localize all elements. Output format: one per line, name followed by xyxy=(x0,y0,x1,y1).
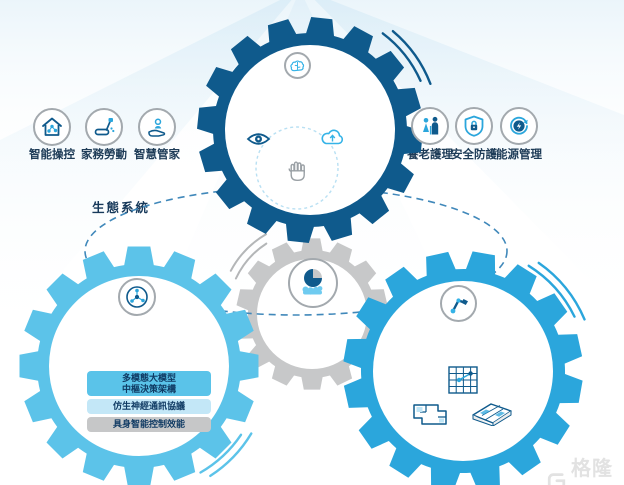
left-gear-box2-label: 仿生神經通訊協議 xyxy=(112,401,185,411)
watermark: 格隆汇 xyxy=(546,452,624,485)
eye-icon xyxy=(246,133,271,145)
vacuum-icon xyxy=(94,118,115,136)
left-gear-box-2: 仿生神經通訊協議 xyxy=(87,399,211,414)
hand-action-icon xyxy=(288,161,305,181)
energy-label: 能源管理 xyxy=(496,149,542,161)
floorplan-2d-icon xyxy=(413,404,447,425)
robot-arm-icon-circle xyxy=(440,285,477,322)
housework-icon-circle xyxy=(85,108,123,146)
network-icon-circle xyxy=(118,278,156,316)
elder-care-icon xyxy=(423,116,439,135)
butler-label: 智慧管家 xyxy=(134,149,180,161)
watermark-text: 格隆汇 xyxy=(571,458,614,480)
left-gear-box3-label: 具身智能控制效能 xyxy=(112,419,185,429)
brain-icon-circle xyxy=(284,52,311,79)
smart-control-label: 智能操控 xyxy=(29,149,75,161)
security-icon-circle xyxy=(455,107,493,145)
gelonghui-logo-icon xyxy=(547,472,566,485)
ecosystem-label: 生態系統 xyxy=(92,201,151,215)
data-flywheel-icon xyxy=(302,269,323,295)
left-gear-box1-line1: 多模態大模型 xyxy=(121,372,176,383)
map-3d-icon xyxy=(472,403,512,426)
brain-icon xyxy=(290,60,305,72)
elder-care-icon-circle xyxy=(411,107,449,145)
butler-icon-circle xyxy=(138,108,176,146)
security-label: 安全防護 xyxy=(451,149,497,161)
housework-label: 家務勞動 xyxy=(81,149,127,161)
grid-localization-icon xyxy=(448,366,478,394)
flywheel-icon-circle xyxy=(288,258,338,308)
smart-control-icon xyxy=(33,108,71,146)
left-gear-box1-line2: 中樞決策架構 xyxy=(121,383,176,394)
shield-lock-icon xyxy=(464,115,484,137)
left-gear-box-1: 多模態大模型 中樞決策架構 xyxy=(87,371,211,396)
energy-recycle-icon xyxy=(510,116,528,135)
energy-icon-circle xyxy=(500,107,538,145)
cloud-decision-icon xyxy=(321,129,344,145)
left-gear-box-3: 具身智能控制效能 xyxy=(87,417,211,432)
robot-arm-icon xyxy=(450,298,468,314)
hand-person-icon xyxy=(148,118,166,137)
distributed-network-icon xyxy=(126,286,148,308)
smart-home-icon xyxy=(42,117,62,136)
